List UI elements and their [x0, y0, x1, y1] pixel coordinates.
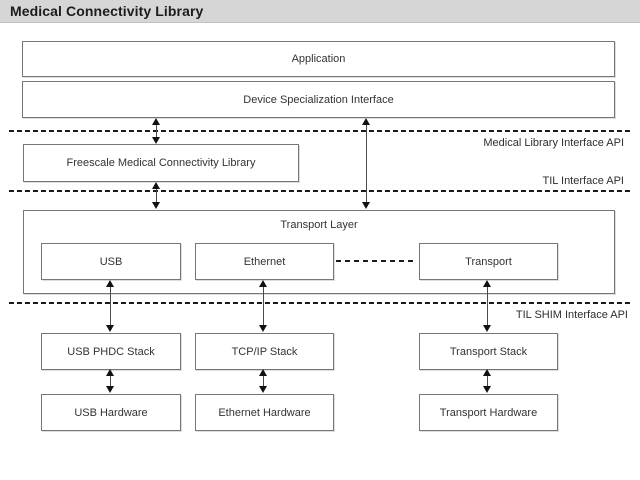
transport-layer-label: Transport Layer [280, 219, 358, 231]
box-freescale-medical-connectivity-library: Freescale Medical Connectivity Library [23, 144, 299, 182]
page-title: Medical Connectivity Library [10, 3, 204, 19]
ethernet-transport-dashed-connector [336, 260, 417, 262]
box-device-specialization-interface: Device Specialization Interface [22, 81, 615, 118]
box-usb-hardware: USB Hardware [41, 394, 181, 431]
til-api-boundary-line [9, 190, 632, 192]
label-til-interface-api: TIL Interface API [542, 175, 624, 187]
box-transport-stack: Transport Stack [419, 333, 558, 370]
box-transport-hardware: Transport Hardware [419, 394, 558, 431]
label-medical-library-interface-api: Medical Library Interface API [483, 137, 624, 149]
arrow-usb-phdc-stack-to-usb-hardware [106, 369, 115, 393]
box-tcpip-stack: TCP/IP Stack [195, 333, 334, 370]
arrow-dsi-to-freescale-library [152, 118, 161, 144]
arrow-dsi-to-transport-layer [362, 118, 371, 209]
box-ethernet-hardware: Ethernet Hardware [195, 394, 334, 431]
til-shim-api-boundary-line [9, 302, 632, 304]
arrow-usb-to-usb-phdc-stack [106, 280, 115, 332]
box-usb: USB [41, 243, 181, 280]
title-bar: Medical Connectivity Library [0, 0, 640, 23]
medical-library-api-boundary-line [9, 130, 632, 132]
box-application: Application [22, 41, 615, 77]
label-til-shim-interface-api: TIL SHIM Interface API [515, 309, 628, 321]
box-usb-phdc-stack: USB PHDC Stack [41, 333, 181, 370]
arrow-transport-to-transport-stack [483, 280, 492, 332]
box-transport: Transport [419, 243, 558, 280]
arrow-freescale-library-to-transport-layer [152, 182, 161, 209]
box-ethernet: Ethernet [195, 243, 334, 280]
arrow-tcpip-stack-to-ethernet-hardware [259, 369, 268, 393]
arrow-transport-stack-to-transport-hardware [483, 369, 492, 393]
arrow-ethernet-to-tcpip-stack [259, 280, 268, 332]
